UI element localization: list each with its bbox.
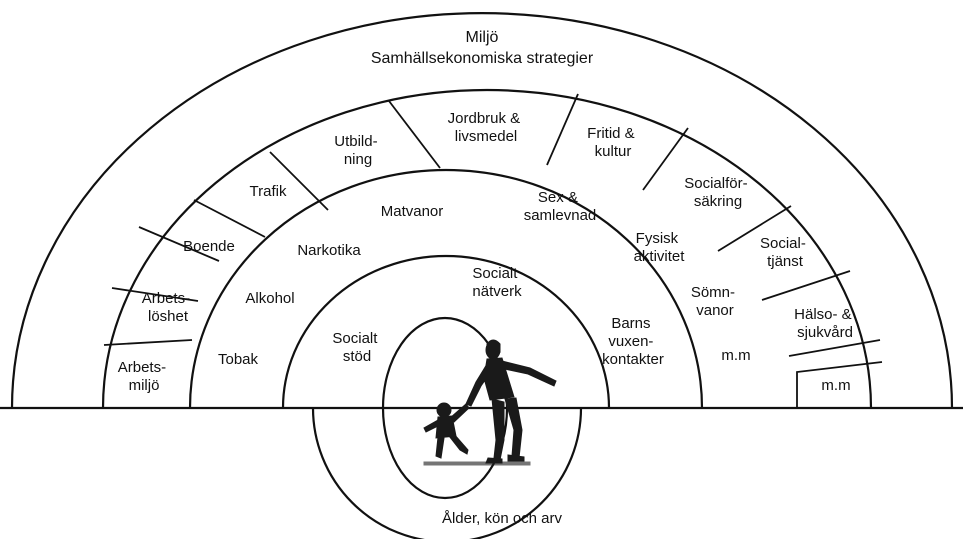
outer-environment-arc xyxy=(10,11,954,409)
core-label: Ålder, kön och arv xyxy=(442,510,563,527)
living-condition-boende: Boende xyxy=(183,238,235,255)
social-network-arc xyxy=(281,254,611,409)
living-conditions-arc xyxy=(101,88,873,409)
living-conditions-dividers xyxy=(103,93,881,357)
core-lower-arc xyxy=(311,407,583,539)
living-condition-socialtjanst: Social- tjänst xyxy=(760,235,810,270)
lifestyle-sex-samlevnad: Sex & samlevnad xyxy=(524,189,597,224)
living-condition-fritid: Fritid & kultur xyxy=(587,125,639,160)
lifestyle-alkohol: Alkohol xyxy=(245,290,294,307)
living-condition-halso-sjukvard: Hälso- & sjukvård xyxy=(794,306,856,341)
lifestyle-somnvanor: Sömn- vanor xyxy=(691,284,739,319)
social-barns-vuxenkontakter: Barns vuxen- kontakter xyxy=(602,315,664,368)
living-condition-arbetsmiljo: Arbets- miljö xyxy=(118,359,171,394)
living-conditions-inner-arc xyxy=(188,168,704,409)
social-stod: Socialt stöd xyxy=(332,330,381,365)
center-oval xyxy=(381,316,509,500)
lifestyle-mm: m.m xyxy=(721,347,750,364)
living-condition-trafik: Trafik xyxy=(250,183,287,200)
outer-band-line1: Miljö xyxy=(466,29,499,46)
lifestyle-narkotika: Narkotika xyxy=(297,242,361,259)
outer-band-line2: Samhällsekonomiska strategier xyxy=(371,50,594,67)
living-condition-utbildning: Utbild- ning xyxy=(334,133,382,168)
social-natverk: Socialt nätverk xyxy=(472,265,522,300)
living-conditions-right-step xyxy=(796,361,883,408)
adult-child-figure-icon xyxy=(423,339,557,466)
lifestyle-matvanor: Matvanor xyxy=(381,203,444,220)
living-condition-jordbruk: Jordbruk & livsmedel xyxy=(448,110,525,145)
lifestyle-fysisk-aktivitet: Fysisk aktivitet xyxy=(634,230,686,265)
living-condition-mm: m.m xyxy=(821,377,850,394)
living-condition-arbetsloshet: Arbets- löshet xyxy=(142,290,195,325)
lifestyle-tobak: Tobak xyxy=(218,351,259,368)
living-condition-socialforsakring: Socialför- säkring xyxy=(684,175,752,210)
